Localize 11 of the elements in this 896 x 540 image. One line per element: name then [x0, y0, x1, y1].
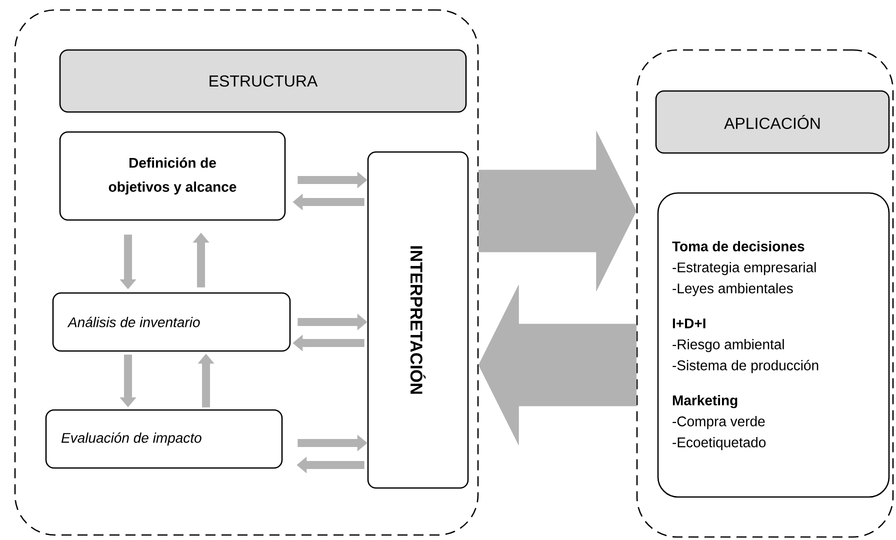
- process-box: Evaluación de impacto: [45, 409, 283, 469]
- heading-box: APLICACIÓN: [655, 90, 890, 154]
- heading-box: ESTRUCTURA: [59, 49, 467, 113]
- dashed-container: [636, 49, 894, 538]
- interpretation-box: INTERPRETACIÓN: [367, 151, 469, 489]
- process-box: Definición de objetivos y alcance: [59, 131, 286, 221]
- block-arrow: [478, 284, 637, 446]
- application-list-box: Toma de decisiones -Estrategia empresarial -Leyes ambientales I+D+I -Riesgo ambiental -Sistema de producción Marketing -Compra verde -Ecoetiquetado: [657, 192, 890, 498]
- dashed-container: [14, 9, 479, 536]
- process-box: Análisis de inventario: [52, 292, 291, 352]
- block-arrow: [478, 130, 637, 292]
